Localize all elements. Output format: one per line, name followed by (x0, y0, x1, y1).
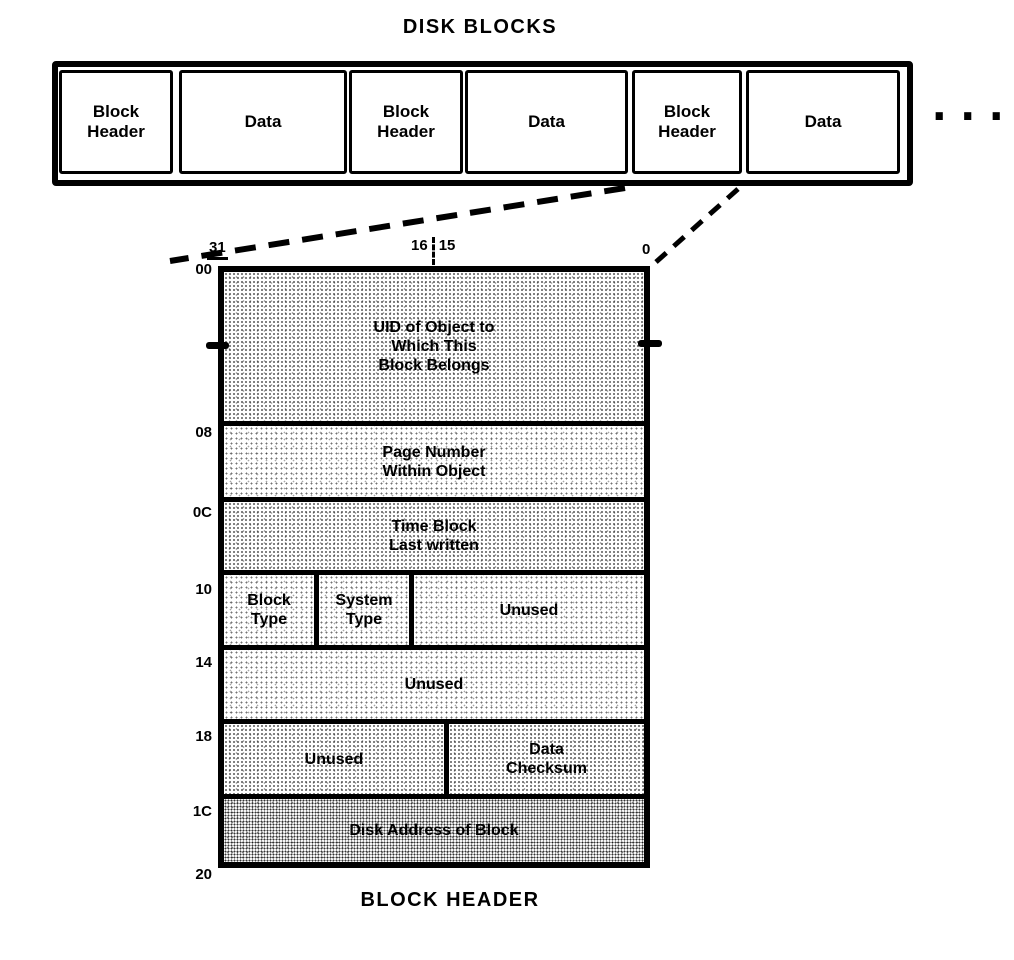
bit-label-0: 0 (642, 241, 651, 258)
offset-label-1c: 1C (192, 803, 212, 820)
disk-cell-label: Data (244, 112, 282, 131)
offset-label-0c: 0C (192, 504, 212, 521)
offset-label-18: 18 (195, 728, 212, 745)
bit-label-31: 31 (207, 239, 228, 260)
word-boundary-tick-left (206, 342, 229, 349)
offset-label-10: 10 (195, 581, 212, 598)
disk-blocks-strip: Block Header Data Block Header Data Bloc… (52, 61, 913, 186)
field-label-line: Unused (404, 676, 464, 693)
field-label-line: Type (250, 611, 288, 628)
field-label-line: Time Block (391, 518, 477, 535)
field-block-type: Block Type (224, 575, 314, 645)
field-label-line: Last written (389, 537, 479, 554)
diagram-title-disk-blocks: DISK BLOCKS (402, 16, 558, 38)
disk-cell-label: Data (528, 112, 565, 131)
field-label-line: Which This (391, 338, 477, 355)
disk-cell-data-2: Data (465, 70, 628, 174)
field-label-line: Unused (304, 750, 364, 768)
field-label-line: Checksum (506, 760, 587, 777)
disk-cell-block-header-1: Block Header (59, 70, 173, 174)
field-label-line: UID of Object to (373, 319, 495, 336)
field-label-line: Disk Address of Block (349, 822, 519, 839)
disk-cell-label: Block Header (377, 102, 435, 141)
field-time-last-written: Time Block Last written (224, 497, 644, 570)
disk-cell-block-header-highlighted: Block Header (632, 70, 742, 174)
offset-label-20: 20 (195, 866, 212, 883)
continuation-ellipsis: ... (926, 80, 1012, 131)
field-page-number: Page Number Within Object (224, 421, 644, 497)
disk-cell-data-1: Data (179, 70, 347, 174)
field-data-checksum: Data Checksum (449, 724, 644, 794)
field-label-line: Block (247, 592, 291, 609)
disk-cell-label: Block Header (87, 102, 145, 141)
field-system-type: System Type (314, 575, 414, 645)
bit-label-16: 16 (411, 237, 428, 254)
diagram-caption-block-header: BLOCK HEADER (360, 889, 540, 911)
field-unused-checksum-row: Unused Data Checksum (224, 719, 644, 794)
word-boundary-tick-right (638, 340, 662, 347)
offset-label-08: 08 (195, 424, 212, 441)
field-disk-address: Disk Address of Block (224, 794, 644, 862)
offset-label-00: 00 (195, 261, 212, 278)
disk-cell-block-header-2: Block Header (349, 70, 463, 174)
field-label-line: Data (529, 741, 564, 758)
field-types-row: Block Type System Type Unused (224, 570, 644, 645)
field-unused-word: Unused (224, 645, 644, 719)
field-unused-half: Unused (224, 724, 449, 794)
offset-label-14: 14 (195, 654, 212, 671)
field-label-line: Block Belongs (378, 357, 490, 374)
field-unused-low-word: Unused (414, 575, 644, 645)
field-label-line: Within Object (382, 462, 486, 480)
field-label-line: System (335, 592, 393, 609)
bit-label-16-15: 16 15 (411, 237, 455, 265)
field-label-line: Page Number (382, 443, 486, 461)
disk-cell-data-3: Data (746, 70, 900, 174)
block-header-structure: UID of Object to Which This Block Belong… (218, 266, 650, 868)
disk-cell-label: Block Header (658, 102, 716, 141)
field-uid: UID of Object to Which This Block Belong… (224, 272, 644, 421)
field-label-line: Type (345, 611, 383, 628)
field-label-line: Unused (499, 601, 559, 619)
disk-cell-label: Data (804, 112, 842, 131)
bit-divider-dashed (431, 237, 435, 265)
bit-label-15: 15 (438, 237, 456, 254)
